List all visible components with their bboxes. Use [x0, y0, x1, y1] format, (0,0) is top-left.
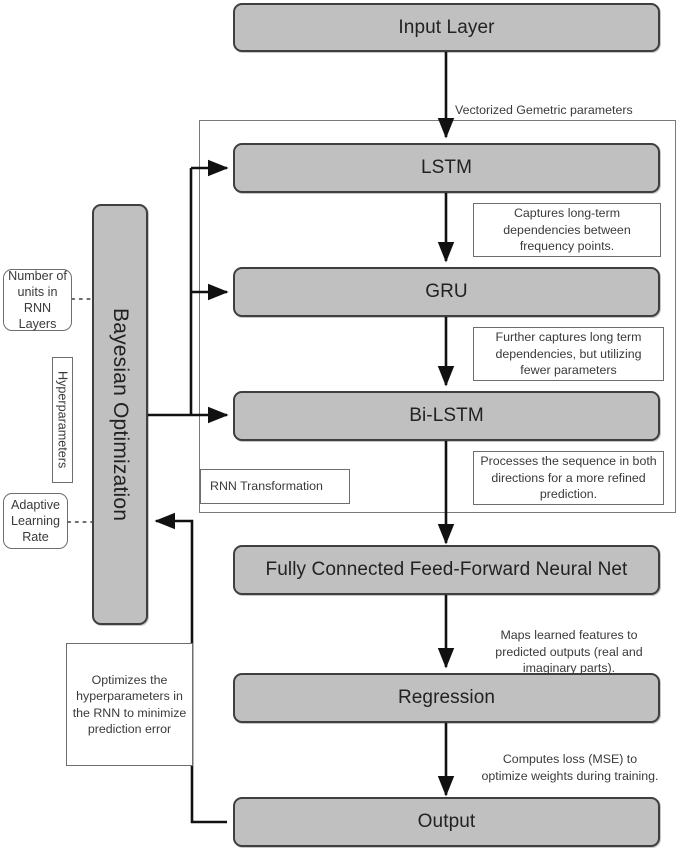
hyperparameter-units-in-rnn-layers[interactable]: Number of units in RNN Layers — [3, 269, 72, 331]
node-bayesian-optimization-label: Bayesian Optimization — [109, 307, 132, 522]
hyperparameters-group-label: Hyperparameters — [52, 357, 73, 483]
edge-label-regression-to-output-text: Computes loss (MSE) to optimize weights … — [481, 752, 659, 783]
node-output-label: Output — [417, 811, 476, 833]
edge-label-input-to-lstm-text: Vectorized Gemetric parameters — [455, 103, 633, 118]
hyperparameter-adaptive-learning-rate[interactable]: Adaptive Learning Rate — [3, 493, 68, 549]
edge-label-input-to-lstm: Vectorized Gemetric parameters — [455, 86, 670, 119]
annotation-gru-note: Further captures long term dependencies,… — [473, 327, 664, 381]
annotation-gru-note-text: Further captures long term dependencies,… — [495, 330, 642, 378]
node-gru[interactable]: GRU — [233, 267, 660, 317]
hyperparameters-group-label-text: Hyperparameters — [55, 371, 70, 469]
node-gru-label: GRU — [425, 281, 468, 303]
node-bi-lstm[interactable]: Bi-LSTM — [233, 391, 660, 441]
annotation-bi-lstm-note-text: Processes the sequence in both direction… — [480, 454, 657, 502]
edge-label-fcnn-to-regression-text: Maps learned features to predicted outpu… — [495, 628, 643, 676]
node-lstm-label: LSTM — [420, 157, 473, 179]
annotation-lstm-note: Captures long-term dependencies between … — [473, 203, 661, 257]
hyperparameter-adaptive-learning-rate-label: Adaptive Learning Rate — [10, 497, 61, 545]
edge-label-fcnn-to-regression: Maps learned features to predicted outpu… — [474, 611, 664, 677]
annotation-lstm-note-text: Captures long-term dependencies between … — [503, 206, 631, 254]
node-fully-connected-ffnn-label: Fully Connected Feed-Forward Neural Net — [265, 559, 628, 581]
node-input-layer[interactable]: Input Layer — [233, 3, 660, 52]
annotation-bi-lstm-note: Processes the sequence in both direction… — [473, 451, 664, 505]
node-regression[interactable]: Regression — [233, 673, 660, 723]
node-fully-connected-ffnn[interactable]: Fully Connected Feed-Forward Neural Net — [233, 545, 660, 595]
label-rnn-transformation-text: RNN Transformation — [210, 479, 323, 494]
node-bayesian-optimization[interactable]: Bayesian Optimization — [92, 204, 148, 625]
edge-label-regression-to-output: Computes loss (MSE) to optimize weights … — [480, 735, 660, 784]
node-bi-lstm-label: Bi-LSTM — [409, 405, 484, 427]
annotation-bayesian-note-text: Optimizes the hyperparameters in the RNN… — [72, 672, 187, 736]
annotation-bayesian-note: Optimizes the hyperparameters in the RNN… — [66, 643, 193, 766]
node-lstm[interactable]: LSTM — [233, 143, 660, 193]
node-regression-label: Regression — [397, 687, 496, 709]
node-input-layer-label: Input Layer — [398, 16, 495, 38]
hyperparameter-units-in-rnn-layers-label: Number of units in RNN Layers — [8, 268, 67, 332]
node-output[interactable]: Output — [233, 797, 660, 847]
label-rnn-transformation: RNN Transformation — [200, 469, 350, 504]
rnn-transformation-container — [199, 120, 676, 513]
